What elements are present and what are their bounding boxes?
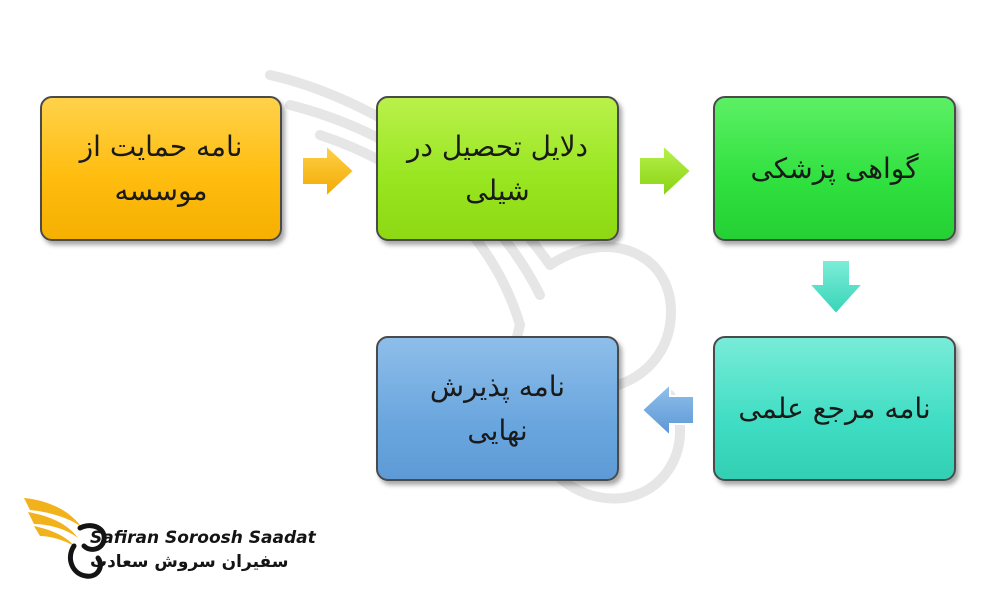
step-medical-certificate: گواهی پزشکی [713, 96, 956, 241]
logo-name-persian: سفیران سروش سعادت [90, 552, 289, 572]
arrow-left-icon [640, 382, 695, 438]
step-label: گواهی پزشکی [750, 151, 919, 185]
company-logo: Safiran Soroosh Saadat سفیران سروش سعادت [22, 488, 316, 588]
step-label: نامه حمایت از موسسه [79, 130, 243, 207]
arrow-right-icon [301, 143, 356, 199]
arrow-down-icon [807, 259, 865, 316]
step-academic-reference-letter: نامه مرجع علمی [713, 336, 956, 481]
step-label: دلایل تحصیل در شیلی [406, 130, 589, 207]
step-institution-support-letter: نامه حمایت از موسسه [40, 96, 282, 241]
step-reasons-for-study: دلایل تحصیل در شیلی [376, 96, 619, 241]
step-label: نامه پذیرش نهایی [429, 370, 566, 447]
bird-logo-icon [24, 498, 107, 579]
logo-name-english: Safiran Soroosh Saadat [90, 528, 316, 548]
arrow-right-icon [638, 143, 693, 199]
step-final-acceptance-letter: نامه پذیرش نهایی [376, 336, 619, 481]
step-label: نامه مرجع علمی [738, 391, 931, 425]
